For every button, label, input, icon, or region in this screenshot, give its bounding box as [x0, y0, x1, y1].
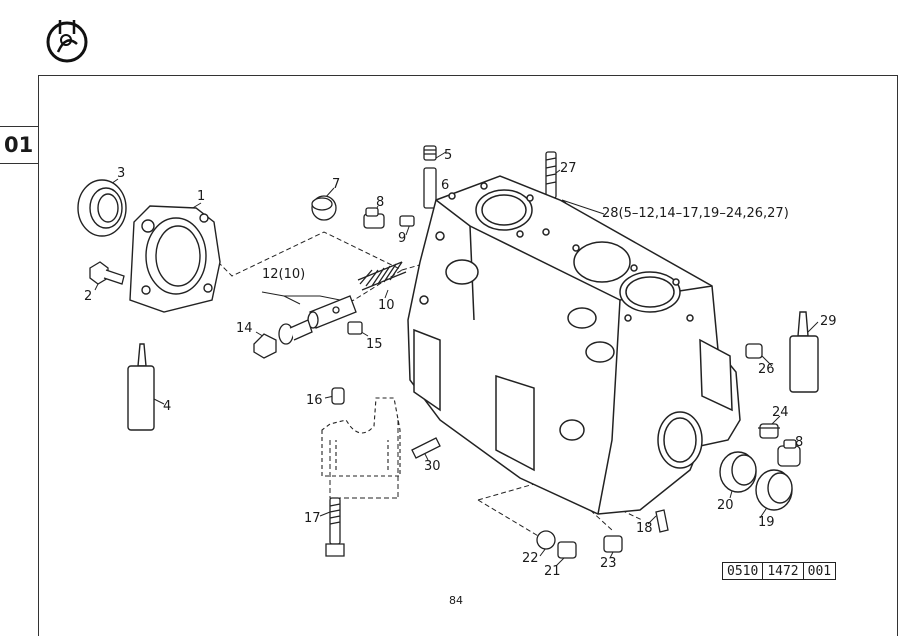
pin-part-18: [655, 509, 669, 533]
callout-18: 18: [636, 521, 653, 536]
plug-part-26: [745, 343, 763, 359]
plug-part-24: [758, 423, 780, 439]
page-number: 84: [449, 594, 463, 607]
seal-housing-part-1: [129, 205, 221, 313]
cap-part-22: [536, 530, 556, 550]
callout-27: 27: [560, 161, 577, 176]
callout-6: 6: [441, 178, 449, 193]
callout-8: 8: [376, 195, 384, 210]
callout-29: 29: [820, 314, 837, 329]
callout-labels: 1 2 3 4 5 6 7 8 8 9 10 12(10) 14 15 16 1…: [84, 148, 837, 579]
document-reference-part-1: 0510: [722, 562, 764, 580]
service-manual-symbol-icon: [46, 20, 88, 63]
callout-2: 2: [84, 289, 92, 304]
callout-19: 19: [758, 515, 775, 530]
bushing-part-19: [755, 469, 793, 511]
section-tab: 01: [0, 126, 39, 164]
document-reference-part-2: 1472: [763, 562, 804, 580]
callout-9: 9: [398, 231, 406, 246]
plug-part-5: [423, 145, 437, 161]
callout-10: 10: [378, 298, 395, 313]
callout-14: 14: [236, 321, 253, 336]
sealant-bottle-part-29: [789, 311, 819, 393]
screw-part-15: [347, 321, 363, 335]
callout-17: 17: [304, 511, 321, 526]
callout-7: 7: [332, 177, 340, 192]
nipple-part-8b: [777, 439, 801, 467]
callout-30: 30: [424, 459, 441, 474]
callout-3: 3: [117, 166, 125, 181]
cap-part-23: [603, 535, 623, 553]
bushing-part-20: [719, 451, 757, 493]
bolt-part-2: [89, 261, 125, 285]
callout-4: 4: [163, 399, 171, 414]
engine-block: [407, 175, 741, 515]
callout-24: 24: [772, 405, 789, 420]
pin-part-30: [411, 437, 441, 459]
bearing-cap-outline: [321, 397, 401, 477]
spring-part-10: [357, 261, 407, 291]
stud-part-27: [545, 151, 557, 199]
bolt-part-17: [325, 497, 345, 557]
callout-8b: 8: [795, 435, 803, 450]
sealant-bottle-part-4: [127, 343, 155, 431]
dowel-part-16: [331, 387, 345, 405]
page-frame: [38, 75, 898, 636]
callout-26: 26: [758, 362, 775, 377]
callout-20: 20: [717, 498, 734, 513]
callout-28: 28(5–12,14–17,19–24,26,27): [602, 206, 789, 221]
callout-21: 21: [544, 564, 561, 579]
callout-1: 1: [197, 189, 205, 204]
callout-22: 22: [522, 551, 539, 566]
plug-part-21: [557, 541, 577, 559]
oil-seal-part-3: [77, 179, 127, 237]
callout-12: 12(10): [262, 267, 305, 282]
screw-part-9: [399, 215, 415, 227]
callout-16: 16: [306, 393, 323, 408]
callout-5: 5: [444, 148, 452, 163]
callout-23: 23: [600, 556, 617, 571]
valve-assembly-part-12: [307, 295, 357, 329]
callout-15: 15: [366, 337, 383, 352]
document-reference: 0510 1472 001: [722, 562, 837, 580]
document-reference-part-3: 001: [803, 562, 837, 580]
plug-part-14: [253, 319, 313, 359]
nipple-part-8: [363, 207, 385, 229]
cap-part-7: [311, 195, 337, 221]
sleeve-part-6: [423, 167, 437, 209]
